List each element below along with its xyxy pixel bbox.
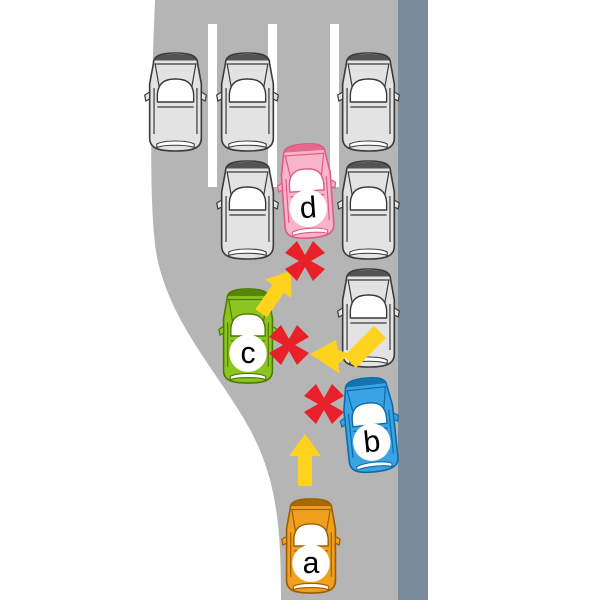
car-trunk <box>356 461 393 472</box>
arrow-glyph <box>289 434 321 486</box>
x-mark-glyph <box>304 384 344 424</box>
car-white-4 <box>216 160 279 260</box>
road-barrier <box>398 0 428 600</box>
car-front-bumper <box>347 270 390 277</box>
x-mark-glyph <box>285 241 325 281</box>
car-mirror-left <box>216 90 223 102</box>
car-windshield <box>230 313 266 337</box>
car-trunk <box>291 227 329 237</box>
arrows-layer <box>255 270 386 486</box>
car-door-line-left <box>347 413 354 458</box>
car-mirror-right <box>393 198 400 210</box>
car-white-5 <box>337 160 400 260</box>
car-mirror-right <box>200 90 207 102</box>
car-mirror-left <box>337 306 344 318</box>
car-mirror-left <box>218 325 225 336</box>
car-label-text: d <box>299 191 318 225</box>
car-mirror-left <box>281 535 288 546</box>
car-mirror-right <box>272 90 279 102</box>
car-windshield <box>293 523 329 547</box>
lane-marking-1 <box>208 24 217 187</box>
car-front-bumper <box>291 499 331 507</box>
car-door-line-right <box>388 409 394 454</box>
car-mirror-left <box>216 198 223 210</box>
car-orange-a: a <box>281 498 341 594</box>
car-label-text: c <box>240 337 255 370</box>
car-windshield <box>349 78 388 103</box>
car-windshield <box>288 168 325 193</box>
car-front-bumper <box>228 289 268 297</box>
car-mirror-left <box>337 198 344 210</box>
car-label-badge <box>229 334 267 372</box>
lane-marking-3 <box>330 24 339 187</box>
x-mark-glyph <box>269 325 309 365</box>
car-front-bumper <box>284 144 324 153</box>
car-trunk <box>292 582 330 591</box>
car-trunk <box>228 140 267 149</box>
car-white-3 <box>337 52 400 152</box>
car-mirror-right <box>330 178 337 189</box>
x-marks-layer <box>269 241 344 424</box>
car-mirror-right <box>334 535 341 546</box>
arrow-green-to-pink <box>255 270 292 318</box>
car-windshield <box>228 186 267 211</box>
car-mirror-left <box>276 182 284 193</box>
car-label-badge <box>289 189 327 227</box>
car-front-bumper <box>347 54 390 61</box>
car-label-text: b <box>362 425 382 460</box>
car-trunk <box>228 248 267 257</box>
car-front-bumper <box>226 162 269 169</box>
car-front-bumper <box>226 54 269 61</box>
car-windshield <box>349 186 388 211</box>
car-white-1 <box>144 52 207 152</box>
car-mirror-left <box>339 416 347 428</box>
car-label-badge <box>292 544 330 582</box>
cars-layer: d c b a <box>144 52 400 594</box>
arrow-head <box>310 340 350 374</box>
car-mirror-right <box>393 90 400 102</box>
car-trunk <box>349 248 388 257</box>
arrow-white-to-gap <box>310 326 386 374</box>
car-door-line-right <box>325 176 330 221</box>
x-mark-middle <box>269 325 309 365</box>
car-mirror-right <box>272 198 279 210</box>
car-trunk <box>349 140 388 149</box>
x-mark-bottom <box>304 384 344 424</box>
car-front-bumper <box>346 378 386 388</box>
car-label-text: a <box>303 547 320 580</box>
x-mark-top <box>285 241 325 281</box>
car-front-bumper <box>154 54 197 61</box>
car-trunk <box>156 140 195 149</box>
car-mirror-right <box>392 411 399 422</box>
car-windshield <box>351 402 388 428</box>
car-label-badge <box>353 423 391 461</box>
car-blue-b: b <box>339 376 399 474</box>
arrow-shaft <box>344 326 386 368</box>
car-mirror-left <box>144 90 151 102</box>
car-mirror-right <box>393 306 400 318</box>
car-trunk <box>229 372 267 381</box>
car-white-2 <box>216 52 279 152</box>
car-mirror-left <box>337 90 344 102</box>
arrow-glyph <box>255 270 292 318</box>
car-windshield <box>156 78 195 103</box>
car-pink-d: d <box>276 143 337 239</box>
car-front-bumper <box>347 162 390 169</box>
car-windshield <box>349 294 388 319</box>
car-door-line-left <box>285 178 290 224</box>
car-windshield <box>228 78 267 103</box>
arrow-orange-forward <box>289 434 321 486</box>
